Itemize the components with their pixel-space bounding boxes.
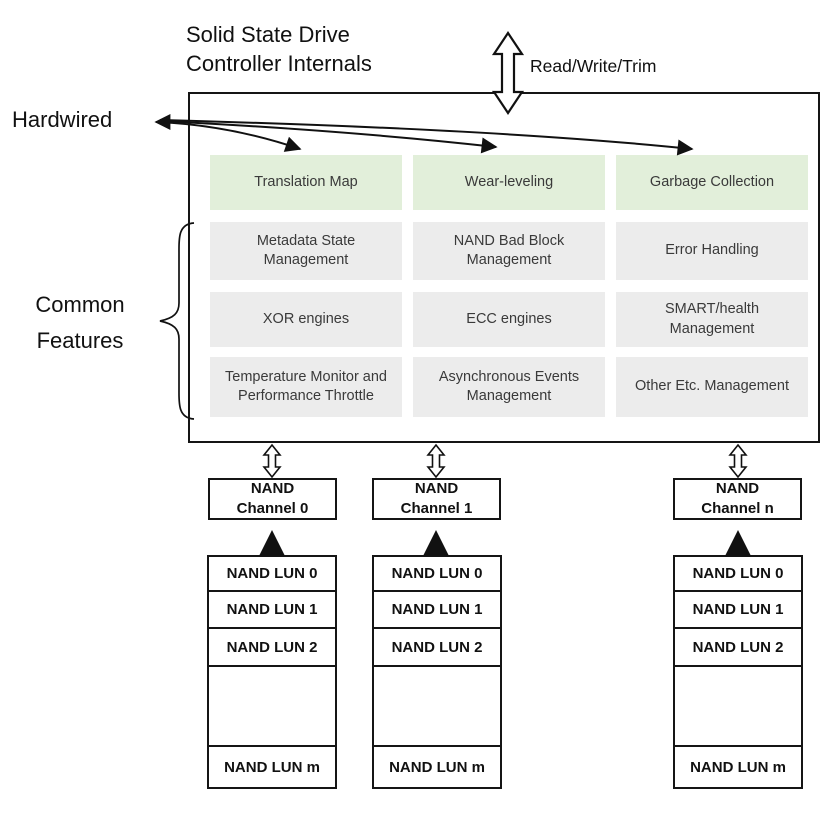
lun-stack-1: NAND LUN 0 NAND LUN 1 NAND LUN 2 NAND LU… — [372, 555, 502, 789]
lun-stack-0: NAND LUN 0 NAND LUN 1 NAND LUN 2 NAND LU… — [207, 555, 337, 789]
lun-cell: NAND LUN m — [374, 745, 500, 787]
channel-double-arrow-1 — [426, 443, 446, 479]
cell-metadata-state-management: Metadata State Management — [210, 222, 402, 280]
read-write-trim-label: Read/Write/Trim — [530, 56, 657, 76]
lun-cell: NAND LUN 0 — [391, 565, 483, 582]
lun-cell: NAND LUN 2 — [374, 627, 500, 665]
lun-cell: NAND LUN m — [675, 745, 801, 787]
cell-garbage-collection: Garbage Collection — [616, 155, 808, 210]
channel-double-arrow-0 — [262, 443, 282, 479]
lun-cell: NAND LUN 0 — [692, 565, 784, 582]
lun-cell-empty — [374, 665, 500, 745]
cell-ecc-engines: ECC engines — [413, 292, 605, 347]
cell-other-etc-management: Other Etc. Management — [616, 357, 808, 417]
hardwired-label: Hardwired — [12, 107, 113, 132]
cell-asynchronous-events-management: Asynchronous Events Management — [413, 357, 605, 417]
cell-xor-engines: XOR engines — [210, 292, 402, 347]
cell-temperature-monitor-throttle: Temperature Monitor and Performance Thro… — [210, 357, 402, 417]
lun-cell: NAND LUN 1 — [675, 590, 801, 627]
nand-channel-0-box: NAND Channel 0 — [208, 478, 337, 520]
lun-cell-empty — [209, 665, 335, 745]
lun-stack-n: NAND LUN 0 NAND LUN 1 NAND LUN 2 NAND LU… — [673, 555, 803, 789]
lun-cell: NAND LUN 1 — [209, 590, 335, 627]
lun-cell-empty — [675, 665, 801, 745]
common-features-label: Common Features — [35, 292, 125, 353]
lun-cell: NAND LUN m — [209, 745, 335, 787]
lun-cell: NAND LUN 2 — [209, 627, 335, 665]
cell-nand-bad-block-management: NAND Bad Block Management — [413, 222, 605, 280]
cell-translation-map: Translation Map — [210, 155, 402, 210]
nand-channel-n-box: NAND Channel n — [673, 478, 802, 520]
cell-smart-health-management: SMART/health Management — [616, 292, 808, 347]
channel-double-arrow-n — [728, 443, 748, 479]
lun-cell: NAND LUN 2 — [675, 627, 801, 665]
cell-error-handling: Error Handling — [616, 222, 808, 280]
nand-channel-1-box: NAND Channel 1 — [372, 478, 501, 520]
lun-cell: NAND LUN 0 — [226, 565, 318, 582]
lun-cell: NAND LUN 1 — [374, 590, 500, 627]
cell-wear-leveling: Wear-leveling — [413, 155, 605, 210]
page-title: Solid State Drive Controller Internals — [186, 22, 372, 77]
